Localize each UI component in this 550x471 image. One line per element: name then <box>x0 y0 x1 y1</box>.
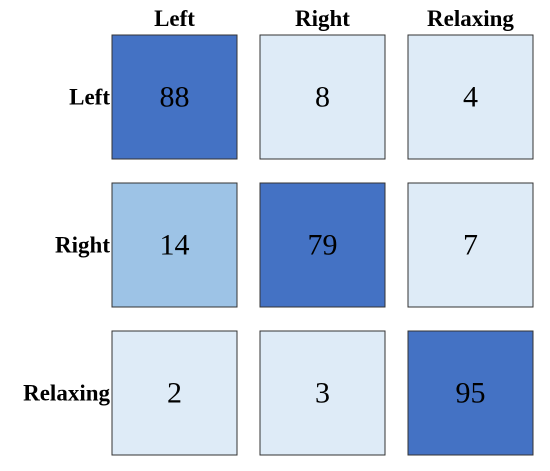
cell-value-right-right: 79 <box>308 229 338 262</box>
column-label-left: Left <box>154 6 195 31</box>
cell-right-left <box>111 182 238 308</box>
cell-value-relaxing-relaxing: 95 <box>456 377 486 410</box>
cell-left-right <box>259 34 386 160</box>
cell-value-right-relaxing: 7 <box>463 229 478 262</box>
cell-right-relaxing <box>407 182 534 308</box>
cell-value-left-right: 8 <box>315 81 330 114</box>
row-label-left: Left <box>69 85 110 110</box>
row-label-relaxing: Relaxing <box>23 381 110 406</box>
row-label-right: Right <box>55 233 110 258</box>
cell-left-left <box>111 34 238 160</box>
cell-value-right-left: 14 <box>160 229 190 262</box>
cell-right-right <box>259 182 386 308</box>
column-label-relaxing: Relaxing <box>427 6 514 31</box>
cell-left-relaxing <box>407 34 534 160</box>
cell-value-relaxing-right: 3 <box>315 377 330 410</box>
cell-value-relaxing-left: 2 <box>167 377 182 410</box>
cell-relaxing-left <box>111 330 238 456</box>
cell-value-left-relaxing: 4 <box>463 81 478 114</box>
cell-value-left-left: 88 <box>160 81 190 114</box>
cell-relaxing-relaxing <box>407 330 534 456</box>
column-labels: Left Right Relaxing <box>154 6 514 31</box>
column-label-right: Right <box>295 6 350 31</box>
cell-relaxing-right <box>259 330 386 456</box>
